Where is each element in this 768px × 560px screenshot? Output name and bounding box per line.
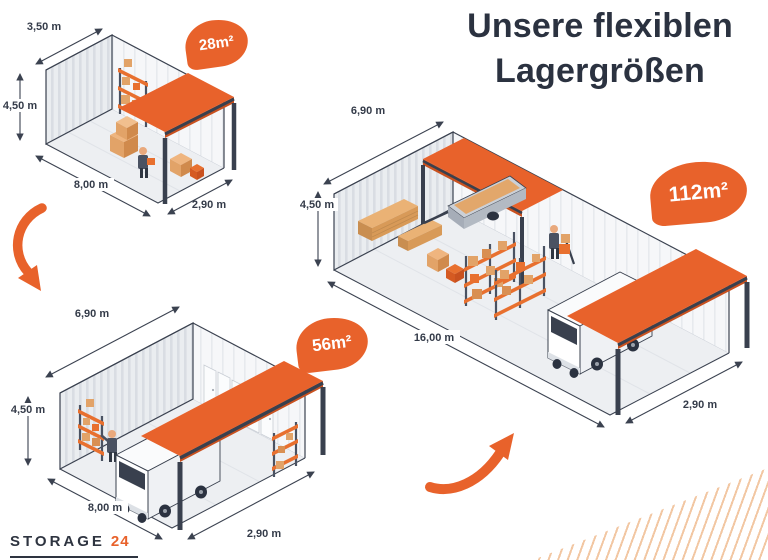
size-badge-56-label: 56m² xyxy=(311,331,353,356)
dimensions xyxy=(6,306,315,540)
dim-gate-label: 2,90 m xyxy=(192,199,226,211)
unit-112-illustration: 6,90 m 4,50 m 16,00 m 2,90 m xyxy=(296,105,750,428)
logo-name: STORAGE xyxy=(10,533,105,550)
canopy-roof xyxy=(119,73,237,204)
size-badge-112-label: 112m² xyxy=(667,177,730,207)
size-badge-28-label: 28m² xyxy=(197,32,236,55)
curved-arrow-down-icon xyxy=(12,203,47,291)
trailer xyxy=(423,175,527,229)
unit-56-figure: 6,90 m 4,50 m 8,00 m 2,90 m xyxy=(6,306,326,540)
unit-28-illustration: 3,50 m 4,50 m 8,00 m 2,90 m xyxy=(2,21,237,217)
pallet-boxes xyxy=(170,153,204,180)
canopy-roof-front xyxy=(567,249,750,415)
shelf-rack-left xyxy=(78,399,104,461)
dim-width-label: 6,90 m xyxy=(351,105,385,117)
storage24-logo: STORAGE 24 xyxy=(10,533,138,558)
dim-width-label: 6,90 m xyxy=(75,308,109,320)
page-title-line2: Lagergrößen xyxy=(494,51,705,90)
scattered-boxes xyxy=(427,248,464,283)
dim-width-label: 3,50 m xyxy=(27,21,61,33)
unit-28-figure: 3,50 m 4,50 m 8,00 m 2,90 m xyxy=(2,21,237,217)
shelf-rack-right xyxy=(272,422,298,477)
dim-height-label: 4,50 m xyxy=(3,100,37,112)
dim-length-label: 8,00 m xyxy=(88,502,122,514)
logo-number: 24 xyxy=(110,533,130,550)
dim-height-label: 4,50 m xyxy=(11,404,45,416)
lumber-pallets xyxy=(358,199,442,251)
diagonal-stripes-decoration xyxy=(533,468,768,560)
unit-56-illustration: 6,90 m 4,50 m 8,00 m 2,90 m xyxy=(6,306,326,540)
person-figure xyxy=(549,225,576,265)
page-title: Unsere flexiblen Lagergrößen xyxy=(438,4,762,94)
dimensions xyxy=(296,121,743,428)
box-stack xyxy=(110,116,138,158)
curved-arrow-up-icon xyxy=(425,433,514,495)
unit-112-figure: 6,90 m 4,50 m 16,00 m 2,90 m xyxy=(296,105,750,428)
dim-gate-label: 2,90 m xyxy=(247,528,281,540)
canopy-roof xyxy=(141,361,326,530)
dim-height-label: 4,50 m xyxy=(300,199,334,211)
dim-gate-label: 2,90 m xyxy=(683,399,717,411)
page-title-line1: Unsere flexiblen xyxy=(467,7,733,45)
dim-length-label: 16,00 m xyxy=(414,332,455,344)
dim-length-label: 8,00 m xyxy=(74,179,108,191)
dimensions xyxy=(2,28,233,217)
